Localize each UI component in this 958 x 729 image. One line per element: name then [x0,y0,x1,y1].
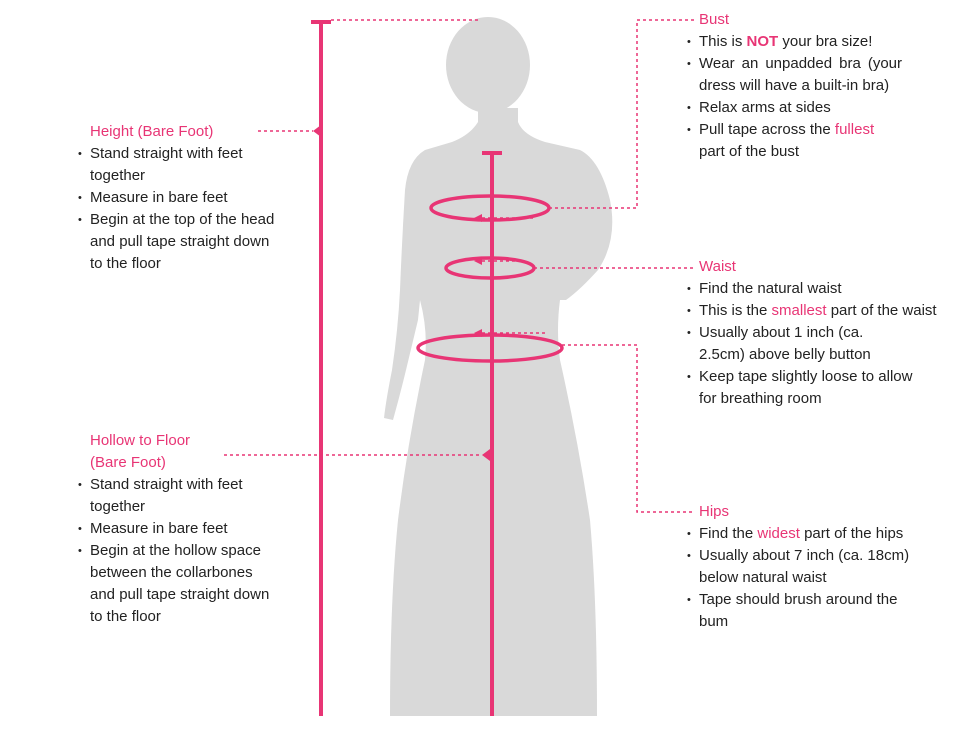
list-item: Begin at the top of the head and pull ta… [78,209,278,275]
hips-list: Find the widest part of the hips Usually… [687,523,912,633]
hollow-title: Hollow to Floor (Bare Foot) [78,430,278,474]
hips-section: Hips Find the widest part of the hips Us… [687,501,912,633]
bust-list: This is NOT your bra size! Wear an unpad… [687,31,902,163]
list-item: Usually about 7 inch (ca. 18cm) below na… [687,545,911,589]
list-item: Stand straight with feet together [78,474,278,518]
height-section: Height (Bare Foot) Stand straight with f… [78,121,278,275]
height-tape [258,19,478,716]
bust-title: Bust [699,11,730,28]
highlight-fullest: fullest [834,121,875,138]
hollow-list: Stand straight with feet together Measur… [78,474,278,628]
list-item: Measure in bare feet [78,187,278,209]
list-item: Begin at the hollow space between the co… [78,540,278,628]
list-item: Keep tape slightly loose to allow for br… [687,366,914,410]
list-item: Measure in bare feet [78,518,278,540]
list-item: Find the natural waist [687,278,937,300]
list-item: Relax arms at sides [687,97,902,119]
height-title: Height (Bare Foot) [90,123,214,140]
waist-section: Waist Find the natural waist This is the… [687,256,937,410]
hollow-tape [224,151,502,716]
height-list: Stand straight with feet together Measur… [78,143,278,275]
list-item: This is the smallest part of the waist [687,300,937,322]
hollow-title-line1: Hollow to Floor [90,432,191,449]
list-item: Pull tape across the fullest part of the… [687,119,902,163]
list-item: Find the widest part of the hips [687,523,911,545]
waist-tape [444,256,695,280]
list-item: Usually about 1 inch (ca. 2.5cm) above b… [687,322,899,366]
woman-silhouette [384,17,613,716]
waist-list: Find the natural waist This is the small… [687,278,937,410]
list-item: This is NOT your bra size! [687,31,902,53]
hollow-title-line2: (Bare Foot) [90,454,166,471]
list-item: Stand straight with feet together [78,143,278,187]
highlight-widest: widest [757,525,800,542]
list-item: Wear an unpadded bra (your dress will ha… [687,53,902,97]
waist-title: Waist [699,258,736,275]
hips-tape [416,329,695,513]
list-item: Tape should brush around the bum [687,589,911,633]
highlight-smallest: smallest [771,302,827,319]
bust-section: Bust This is NOT your bra size! Wear an … [687,9,902,163]
bust-tape [429,19,695,222]
highlight-not: NOT [746,33,779,50]
hips-title: Hips [699,503,730,520]
hollow-section: Hollow to Floor (Bare Foot) Stand straig… [78,430,278,628]
